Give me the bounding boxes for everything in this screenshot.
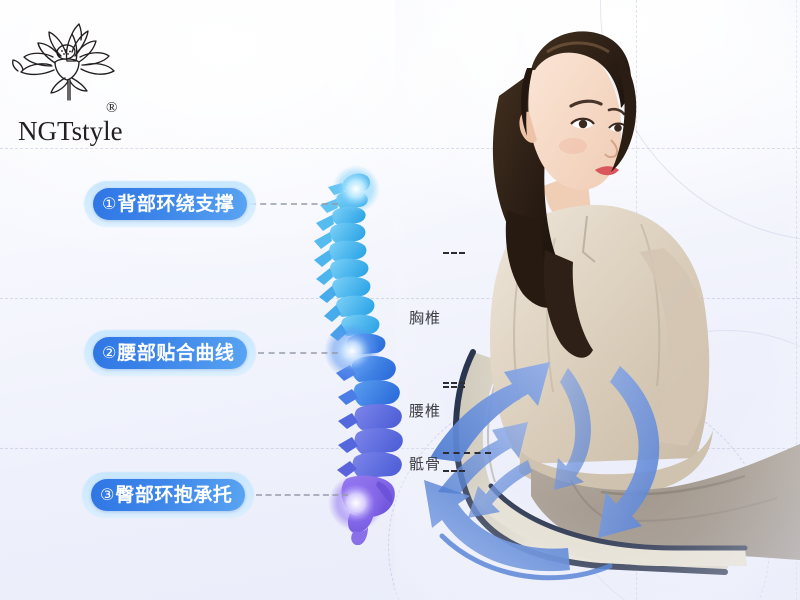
bracket-lumbar: [443, 386, 465, 472]
anatomy-label-thoracic: 胸椎: [409, 309, 442, 327]
anatomy-label-lumbar: 腰椎: [409, 402, 442, 420]
bracket-thoracic: [443, 252, 465, 384]
lumbar-vertebrae: [351, 355, 403, 478]
feature-number-2: ②: [102, 343, 117, 362]
lotus-flower-icon: [12, 23, 115, 101]
support-direction-arrows: [424, 362, 660, 581]
arrow-lower-left: [424, 480, 570, 572]
human-spine-illustration: [314, 165, 403, 545]
arrow-curve-stroke: [439, 533, 613, 581]
woman-seated-on-chair-photo: [395, 0, 800, 600]
arrow-hip-sweep: [598, 366, 660, 538]
brand-logo: ® NGTstyle: [10, 8, 170, 153]
glow-spot-thoracic-top: [332, 165, 380, 213]
glow-spot-lumbar: [324, 323, 380, 379]
feature-callout-3[interactable]: ③ 臀部环抱承托: [82, 472, 255, 518]
anatomy-label-sacrum: 骶骨: [409, 455, 442, 473]
feature-number-3: ③: [100, 485, 115, 504]
feature-pill-3[interactable]: ③ 臀部环抱承托: [91, 479, 246, 511]
feature-pill-2[interactable]: ② 腰部贴合曲线: [93, 337, 248, 369]
feature-label-1: 背部环绕支撑: [117, 192, 235, 215]
feature-label-3: 臀部环抱承托: [115, 483, 233, 506]
connector-line-2: [258, 352, 338, 354]
feature-pill-1[interactable]: ① 背部环绕支撑: [93, 188, 248, 220]
feature-label-2: 腰部贴合曲线: [117, 341, 235, 364]
arrow-lumbar: [438, 422, 528, 494]
arrow-inner-curve: [554, 368, 591, 490]
bracket-sacrum: [443, 452, 491, 488]
connector-line-3: [256, 494, 348, 496]
feature-callout-2[interactable]: ② 腰部贴合曲线: [84, 330, 257, 376]
glow-spot-sacrum: [328, 475, 384, 531]
feature-number-1: ①: [102, 194, 117, 213]
connector-line-1: [250, 203, 338, 205]
trademark-symbol: ®: [106, 100, 118, 116]
brand-name: NGTstyle: [18, 116, 123, 146]
arrow-small-left: [468, 460, 532, 518]
feature-callout-1[interactable]: ① 背部环绕支撑: [84, 181, 257, 227]
arrow-upper-left: [430, 362, 550, 462]
